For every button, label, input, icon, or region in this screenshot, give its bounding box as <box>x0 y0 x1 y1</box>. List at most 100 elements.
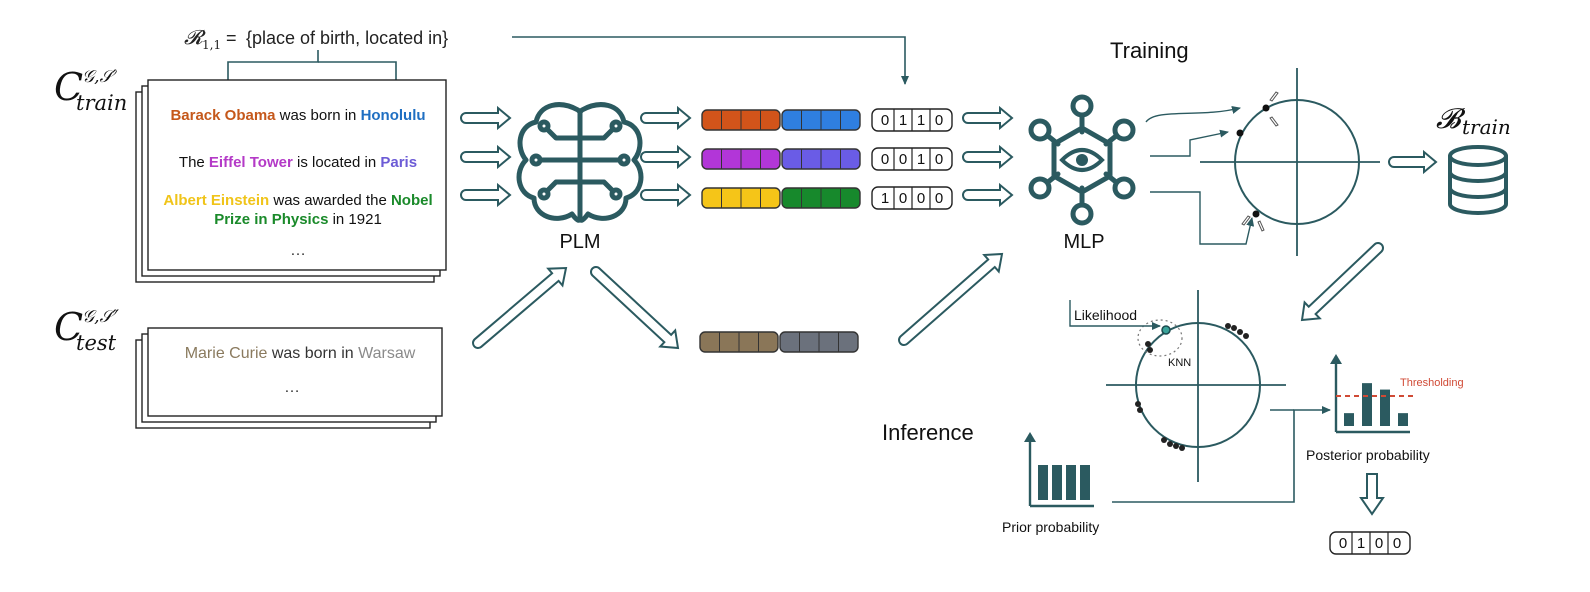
sentence-part: was awarded the <box>269 192 391 209</box>
train-sentence-1: Barack Obama was born in Honolulu <box>170 107 425 124</box>
train-document-stack: Barack Obama was born in Honolulu The Ei… <box>135 79 447 283</box>
sentence-part: Warsaw <box>358 345 416 362</box>
sentence-part: Barack Obama <box>170 107 276 124</box>
sentence-part: in 1921 <box>328 211 381 228</box>
train-label-main: C <box>54 65 83 109</box>
hollow-arrow <box>640 105 692 131</box>
hollow-arrow <box>1388 149 1438 175</box>
posterior-bar <box>1344 413 1354 426</box>
network-icon <box>1028 94 1136 226</box>
posterior-bar <box>1398 413 1408 426</box>
relation-set-text: {place of birth, located in} <box>246 28 448 48</box>
posterior-bar <box>1380 389 1390 426</box>
sentence-part: Prize in Physics <box>214 211 328 228</box>
training-hypersphere <box>1145 68 1380 256</box>
sentence-part: The <box>179 154 209 171</box>
relation-subscript: 1,1 <box>202 38 221 52</box>
relation-symbol: 𝓡 <box>184 25 206 49</box>
vector-cell: 0 <box>1339 535 1347 552</box>
plm-label: PLM <box>559 231 600 253</box>
memory-bank: 𝓑 train <box>1436 102 1511 215</box>
relation-equals: = <box>226 28 237 48</box>
hollow-arrow <box>962 105 1014 131</box>
sentence-part: Albert Einstein <box>163 192 269 209</box>
prior-probability-label: Prior probability <box>1002 519 1099 535</box>
sentence-part: Eiffel Tower <box>209 154 293 171</box>
train-sentence-3: Albert Einstein was awarded the Nobel <box>163 192 432 209</box>
sentence-part: is located in <box>293 154 381 171</box>
vector-cell: 0 <box>935 190 943 207</box>
test-label-main: C <box>54 305 83 349</box>
vector-cell: 1 <box>917 112 925 129</box>
hollow-arrow <box>962 144 1014 170</box>
test-document-stack: Marie Curie was born in Warsaw … <box>135 327 443 429</box>
brain-icon <box>516 102 644 223</box>
hollow-arrow-diagonal <box>472 266 568 349</box>
train-sentence-3-cont: Prize in Physics in 1921 <box>214 211 382 228</box>
prior-bar <box>1080 465 1090 500</box>
sentence-part: Nobel <box>391 192 433 209</box>
test-sentence: Marie Curie was born in Warsaw <box>185 345 416 362</box>
thresholding-label: Thresholding <box>1400 377 1464 389</box>
knn-region <box>1137 319 1183 357</box>
sentence-part: Honolulu <box>361 107 426 124</box>
hollow-arrow <box>460 182 512 208</box>
vector-cell: 0 <box>899 190 907 207</box>
posterior-bar <box>1362 383 1372 426</box>
posterior-bars <box>1344 383 1408 426</box>
vector-cell: 1 <box>899 112 907 129</box>
prior-bar <box>1038 465 1048 500</box>
prior-bar <box>1066 465 1076 500</box>
hollow-arrows <box>460 105 1438 516</box>
prior-to-posterior-arrow <box>1112 406 1331 503</box>
test-ellipsis: … <box>284 379 300 396</box>
prior-chart <box>1024 432 1094 508</box>
embeddings <box>699 109 861 353</box>
vector-cell: 0 <box>1393 535 1401 552</box>
train-embedding-2 <box>701 148 861 170</box>
vector-cell: 0 <box>935 112 943 129</box>
prior-bar <box>1052 465 1062 500</box>
likelihood-label: Likelihood <box>1074 307 1137 323</box>
knn-label: KNN <box>1168 357 1191 369</box>
train-ellipsis: … <box>290 242 306 259</box>
sentence-part: Marie Curie <box>185 345 268 362</box>
hollow-arrow-diagonal <box>898 252 1004 346</box>
hollow-arrow <box>640 182 692 208</box>
vector-cell: 0 <box>881 151 889 168</box>
posterior-probability-label: Posterior probability <box>1306 447 1430 463</box>
hollow-arrow-down <box>1359 473 1385 516</box>
mlp-label: MLP <box>1063 231 1104 253</box>
vector-cell: 0 <box>935 151 943 168</box>
test-set-label: C 𝒢,𝒮″ test <box>54 305 120 355</box>
posterior-chart <box>1330 354 1414 434</box>
train-embedding-3 <box>701 187 861 209</box>
sentence-part: Paris <box>380 154 417 171</box>
train-label-sup: 𝒢,𝒮′ <box>82 67 118 87</box>
hollow-arrow <box>460 144 512 170</box>
vector-cell: 1 <box>1357 535 1365 552</box>
hollow-arrow <box>962 182 1014 208</box>
vector-cell: 1 <box>917 151 925 168</box>
training-label: Training <box>1110 38 1189 63</box>
prior-bars <box>1038 465 1090 500</box>
database-icon <box>1448 145 1508 215</box>
vector-cell: 0 <box>899 151 907 168</box>
vector-cell: 0 <box>881 112 889 129</box>
vector-cell: 0 <box>917 190 925 207</box>
inference-hypersphere <box>1069 290 1286 482</box>
train-label-sub: train <box>76 91 127 115</box>
train-sentence-2: The Eiffel Tower is located in Paris <box>179 154 417 171</box>
hollow-arrow-diagonal <box>590 266 680 350</box>
test-label-sup: 𝒢,𝒮″ <box>82 307 120 327</box>
vector-cell: 0 <box>1375 535 1383 552</box>
train-set-label: C 𝒢,𝒮′ train <box>54 65 127 115</box>
hollow-arrow <box>460 105 512 131</box>
test-label-sub: test <box>76 331 117 355</box>
